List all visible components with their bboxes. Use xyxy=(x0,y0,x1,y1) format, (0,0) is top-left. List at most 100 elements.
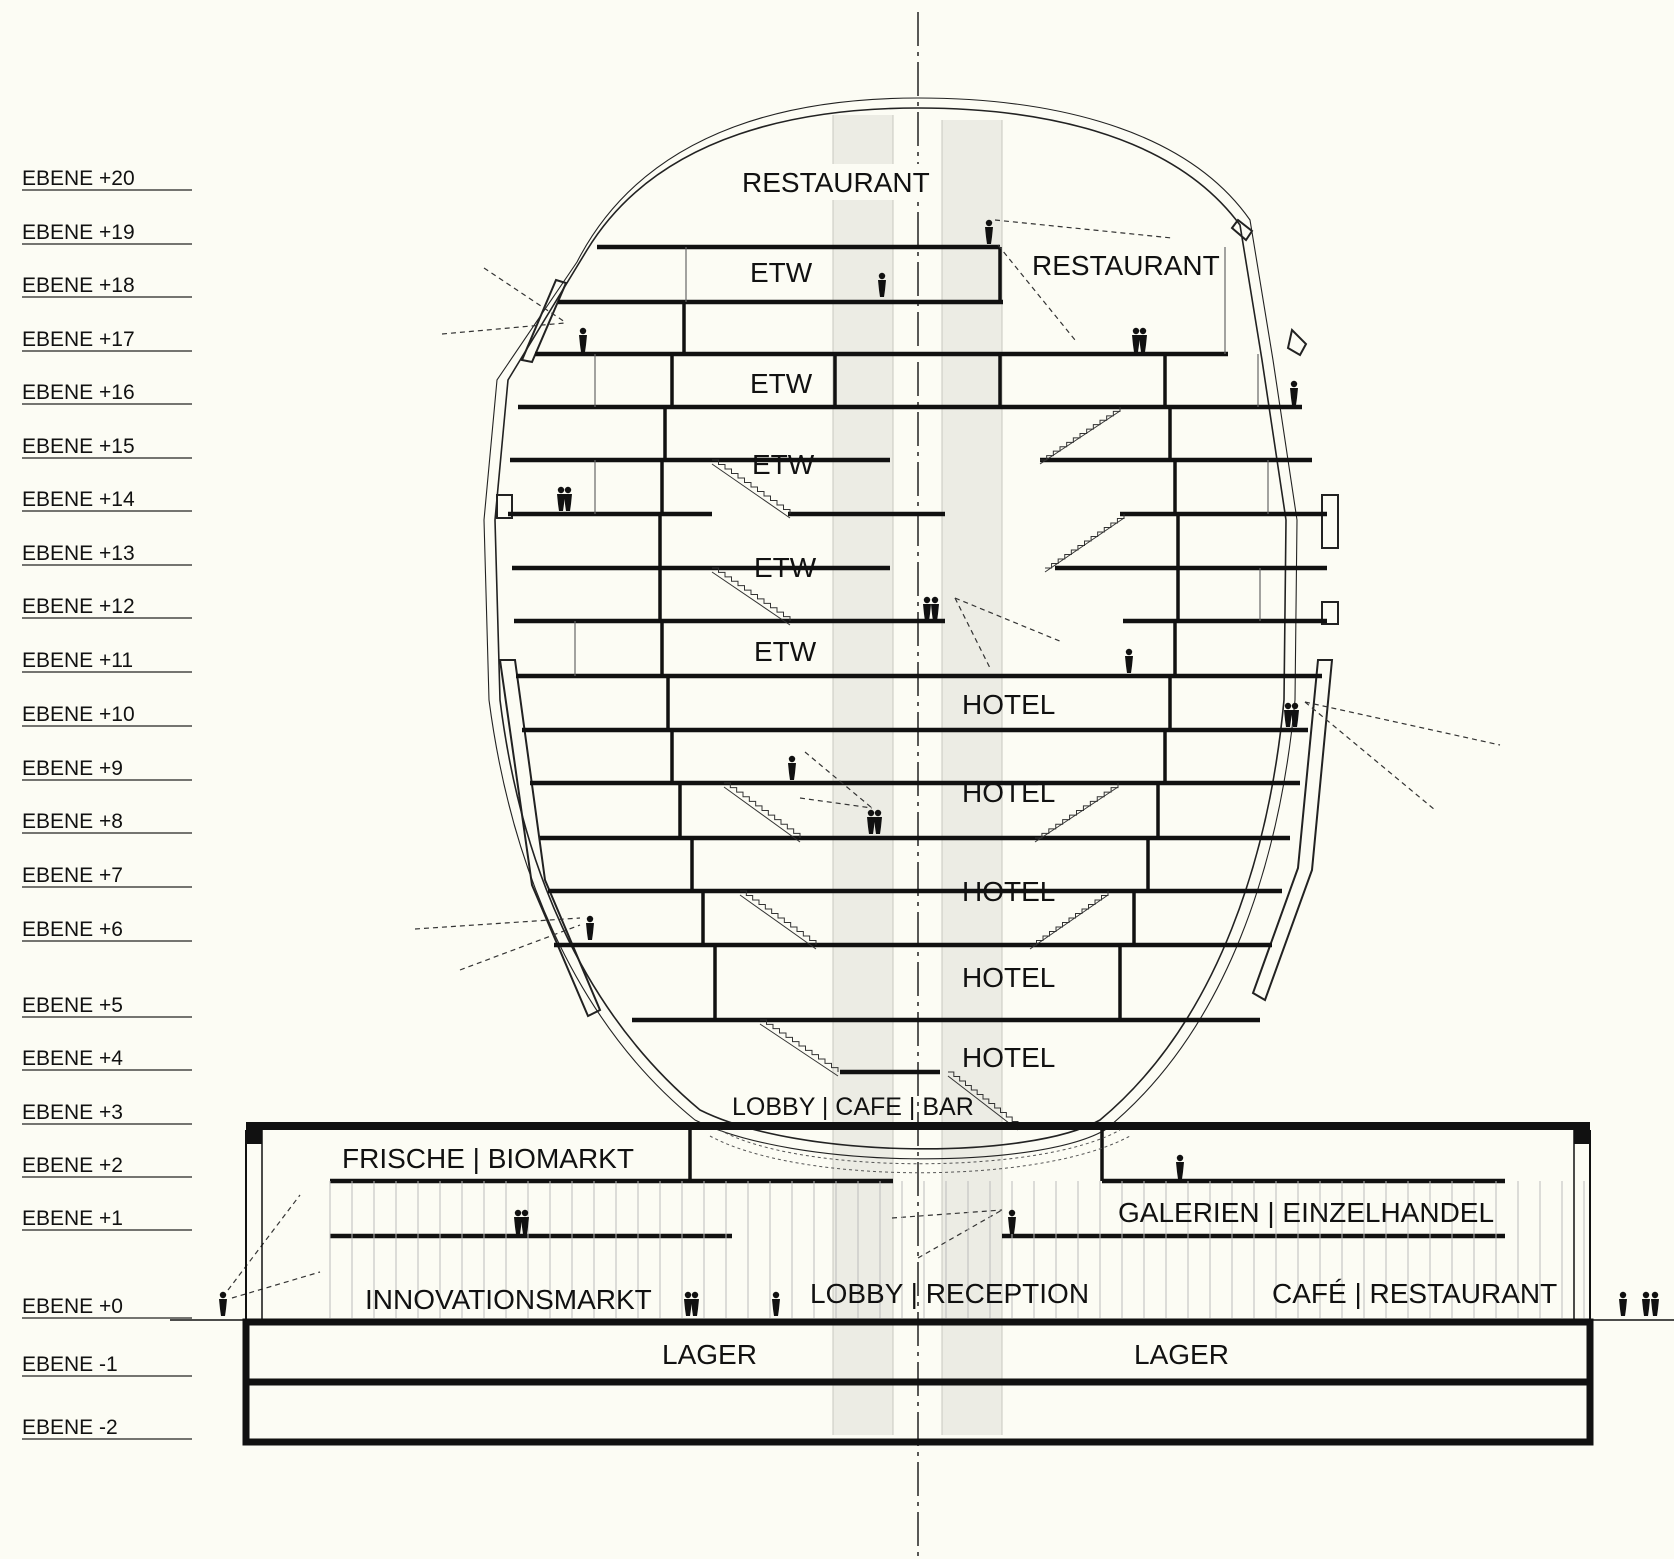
person-silhouette xyxy=(1651,1291,1659,1316)
stair xyxy=(1035,783,1119,839)
sight-line xyxy=(1304,701,1501,746)
sight-line xyxy=(227,1194,301,1291)
person-silhouette xyxy=(867,809,875,834)
sight-line xyxy=(414,917,581,930)
label-etw-11: ETW xyxy=(754,636,817,667)
stair xyxy=(712,459,791,514)
label-lobby-cafe-bar: LOBBY | CAFE | BAR xyxy=(732,1093,974,1121)
person-silhouette xyxy=(1291,702,1299,727)
level-label: EBENE +12 xyxy=(22,595,135,618)
level-lines xyxy=(22,189,192,1440)
person-silhouette xyxy=(1290,380,1298,405)
room-labels: RESTAURANT RESTAURANT ETW ETW ETW ETW ET… xyxy=(342,164,1557,1370)
level-label: EBENE +17 xyxy=(22,328,135,351)
person-silhouette xyxy=(1642,1291,1650,1316)
stair-stringer xyxy=(1044,517,1125,573)
stair xyxy=(1040,407,1121,461)
person-silhouette xyxy=(1132,327,1140,352)
label-lobby-reception: LOBBY | RECEPTION xyxy=(810,1278,1089,1309)
basement xyxy=(170,1318,1674,1446)
person-silhouette xyxy=(564,486,572,511)
sight-line xyxy=(954,597,991,669)
label-hotel-10: HOTEL xyxy=(962,689,1055,720)
label-hotel-8: HOTEL xyxy=(962,777,1055,808)
person-silhouette xyxy=(788,755,796,780)
level-label: EBENE +7 xyxy=(22,864,123,887)
person-silhouette xyxy=(557,486,565,511)
level-label: EBENE +2 xyxy=(22,1154,123,1177)
stair-stringer xyxy=(711,463,791,519)
label-frische-biomarkt: FRISCHE | BIOMARKT xyxy=(342,1143,634,1174)
person-silhouette xyxy=(931,596,939,621)
floor-slabs xyxy=(330,244,1505,1239)
stair-stringer xyxy=(723,786,801,843)
level-label: EBENE +14 xyxy=(22,488,135,511)
stair xyxy=(948,1071,1019,1126)
label-etw-13: ETW xyxy=(754,552,817,583)
level-label: EBENE +9 xyxy=(22,757,123,780)
label-cafe-restaurant: CAFÉ | RESTAURANT xyxy=(1272,1278,1557,1309)
sight-line xyxy=(231,1271,321,1299)
tower-shell xyxy=(483,97,1298,1160)
label-innovationsmarkt: INNOVATIONSMARKT xyxy=(365,1284,652,1315)
level-label: EBENE +13 xyxy=(22,542,135,565)
label-galerien: GALERIEN | EINZELHANDEL xyxy=(1118,1197,1494,1228)
stair xyxy=(724,782,801,838)
sight-line xyxy=(997,244,1076,341)
person-silhouette xyxy=(985,219,993,244)
person-silhouette xyxy=(1008,1209,1016,1234)
stair-stringer xyxy=(739,894,817,950)
podium xyxy=(245,1122,1591,1320)
stair xyxy=(1045,514,1125,569)
person-silhouette xyxy=(691,1291,699,1316)
person-silhouette xyxy=(514,1209,522,1234)
label-lager-right: LAGER xyxy=(1134,1339,1229,1370)
level-label: EBENE +3 xyxy=(22,1101,123,1124)
label-lager-left: LAGER xyxy=(662,1339,757,1370)
sight-line xyxy=(799,797,873,809)
stair-stringer xyxy=(1039,410,1121,465)
level-label: EBENE -1 xyxy=(22,1353,118,1376)
sight-line xyxy=(994,219,1173,239)
person-silhouette xyxy=(923,596,931,621)
person-silhouette xyxy=(1125,648,1133,673)
stair-stringer xyxy=(711,571,791,626)
level-label: EBENE +8 xyxy=(22,810,123,833)
person-silhouette xyxy=(878,272,886,297)
level-label: EBENE +0 xyxy=(22,1295,123,1318)
label-hotel-7: HOTEL xyxy=(962,876,1055,907)
sight-lines xyxy=(227,219,1501,1299)
stair xyxy=(740,890,817,945)
sight-line xyxy=(804,751,873,809)
level-label: EBENE -2 xyxy=(22,1416,118,1439)
label-restaurant-right: RESTAURANT xyxy=(1032,250,1220,281)
person-silhouette xyxy=(1139,327,1147,352)
level-label: EBENE +11 xyxy=(22,649,133,672)
shell-segments xyxy=(496,218,1339,1018)
person-silhouette xyxy=(219,1291,227,1316)
sight-line xyxy=(441,322,566,335)
mullions xyxy=(574,247,1269,676)
level-label: EBENE +1 xyxy=(22,1207,123,1230)
sight-line xyxy=(459,924,581,971)
core-edges xyxy=(832,115,1003,1435)
level-label: EBENE +18 xyxy=(22,274,135,297)
level-label: EBENE +15 xyxy=(22,435,135,458)
level-label: EBENE +5 xyxy=(22,994,123,1017)
label-restaurant-top: RESTAURANT xyxy=(742,167,930,198)
person-silhouette xyxy=(579,327,587,352)
people-silhouettes xyxy=(219,219,1659,1316)
core-shaft-left xyxy=(833,115,893,1435)
label-hotel-4: HOTEL xyxy=(962,1042,1055,1073)
stair-stringer xyxy=(947,1075,1019,1131)
stair-stringer xyxy=(1034,786,1119,843)
person-silhouette xyxy=(1619,1291,1627,1316)
walls xyxy=(658,247,1180,1181)
level-label: EBENE +4 xyxy=(22,1047,123,1070)
stair-stringer xyxy=(759,1023,839,1077)
level-label: EBENE +10 xyxy=(22,703,135,726)
label-etw-18: ETW xyxy=(750,257,813,288)
